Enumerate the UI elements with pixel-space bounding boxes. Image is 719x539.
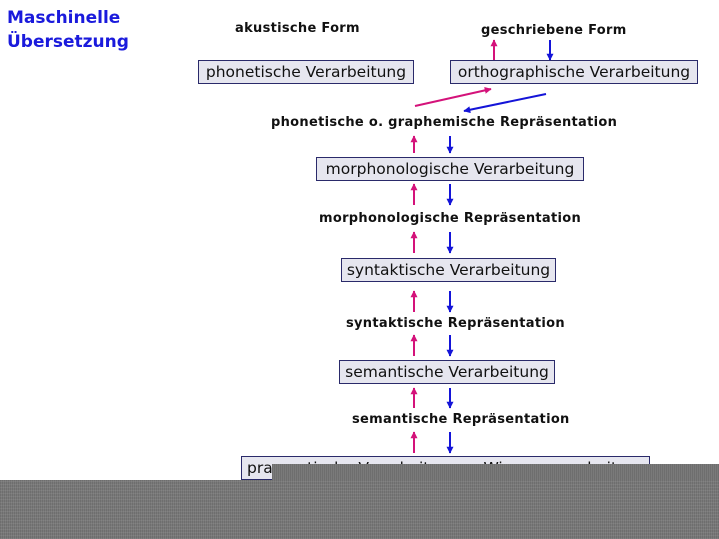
box-orthographische-verarbeitung: orthographische Verarbeitung — [450, 60, 698, 84]
label-geschriebene-form: geschriebene Form — [481, 23, 627, 38]
label-phonetische-graphemische-repraesentation: phonetische o. graphemische Repräsentati… — [271, 115, 618, 130]
redaction-band — [0, 480, 719, 539]
title-line-2: Übersetzung — [7, 32, 129, 52]
box-morphonologische-verarbeitung: morphonologische Verarbeitung — [316, 157, 584, 181]
arrow-up-diagonal — [414, 86, 492, 107]
label-syntaktische-repraesentation: syntaktische Repräsentation — [346, 316, 565, 331]
box-semantische-verarbeitung: semantische Verarbeitung — [339, 360, 555, 384]
box-syntaktische-verarbeitung: syntaktische Verarbeitung — [341, 258, 556, 282]
label-semantische-repraesentation: semantische Repräsentation — [352, 412, 570, 427]
page-title: Maschinelle Übersetzung — [7, 6, 129, 54]
redaction-band-top — [272, 464, 719, 480]
label-akustische-form: akustische Form — [235, 21, 360, 36]
label-morphonologische-repraesentation: morphonologische Repräsentation — [319, 211, 582, 226]
title-line-1: Maschinelle — [7, 8, 121, 28]
box-phonetische-verarbeitung: phonetische Verarbeitung — [198, 60, 414, 84]
arrow-down-diagonal — [463, 93, 547, 114]
